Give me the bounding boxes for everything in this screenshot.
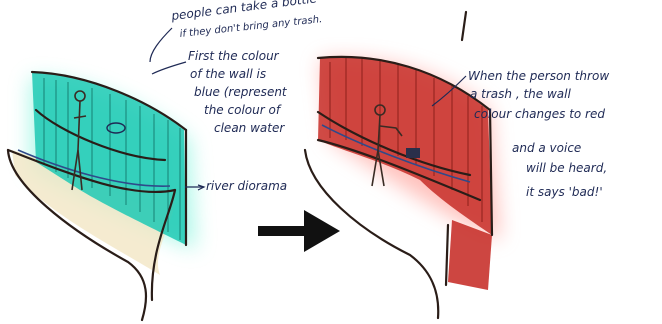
- left-note-line-4: of the wall is: [190, 67, 266, 81]
- right-outline: [303, 10, 494, 320]
- transition-arrow: [258, 210, 340, 252]
- left-diorama: [6, 70, 196, 322]
- left-bottle-drawing: [106, 122, 126, 134]
- right-trash-drawing: [406, 148, 420, 158]
- right-leader-lines: [431, 75, 467, 107]
- left-floor: [12, 150, 176, 275]
- left-person-figure: [71, 90, 87, 191]
- left-note-line-7: clean water: [214, 121, 285, 135]
- right-wall-strokes: [329, 58, 483, 222]
- left-wall: [32, 72, 186, 245]
- left-note-line-6: the colour of: [204, 103, 282, 117]
- right-note-line-2: a trash , the wall: [470, 87, 571, 101]
- left-outline: [6, 70, 188, 322]
- right-note-line-6: it says 'bad!': [526, 185, 603, 199]
- left-note-line-3: First the colour: [188, 49, 280, 63]
- left-river: [17, 149, 171, 187]
- right-notes: When the person throw a trash , the wall…: [431, 69, 609, 199]
- right-river: [321, 124, 471, 183]
- right-note-line-1: When the person throw: [468, 69, 609, 83]
- right-wall-front: [448, 220, 492, 290]
- right-wall: [318, 56, 492, 235]
- right-note-line-5: will be heard,: [526, 161, 607, 175]
- right-person-figure: [371, 104, 403, 187]
- right-note-line-3: colour changes to red: [474, 107, 605, 121]
- river-diorama-label: river diorama: [206, 179, 287, 193]
- left-leader-lines: [149, 27, 206, 191]
- right-diorama: [303, 10, 500, 320]
- left-note-line-5: blue (represent: [194, 85, 288, 99]
- right-note-line-4: and a voice: [512, 141, 581, 155]
